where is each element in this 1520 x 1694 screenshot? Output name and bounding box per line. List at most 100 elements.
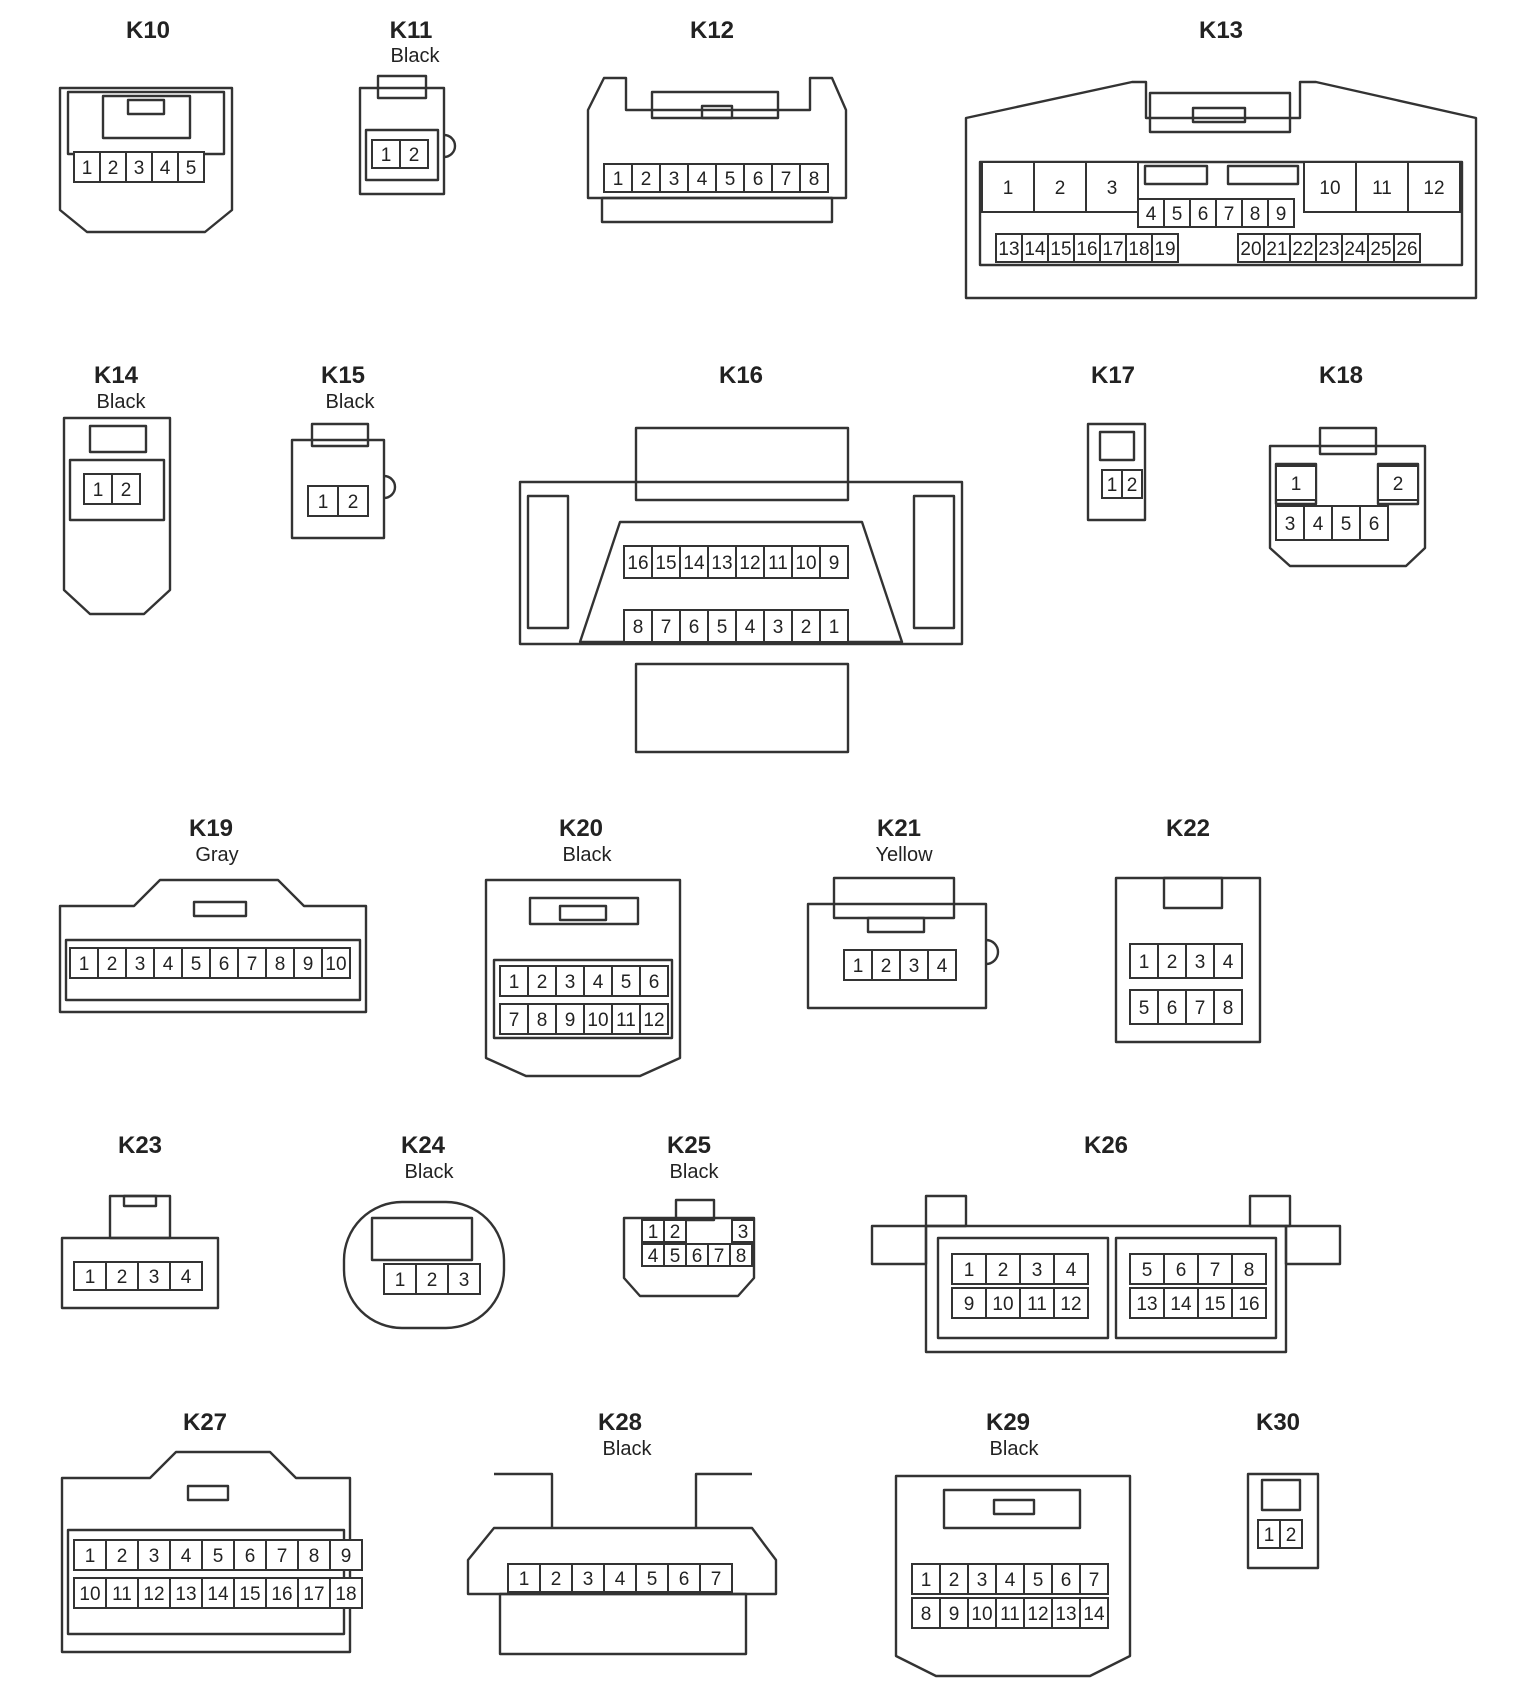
label-k17: K17	[1091, 362, 1135, 389]
color-label-k25: Black	[670, 1161, 720, 1183]
pin-cell	[1085, 161, 1139, 213]
pin-number: 8	[921, 1604, 932, 1625]
pin-k13-4: 4	[1137, 198, 1165, 228]
connector-body-k13	[964, 80, 1478, 300]
pin-k24-2: 2	[415, 1263, 449, 1295]
pin-cell	[635, 1563, 669, 1593]
pin-k18-2: 2	[1377, 465, 1419, 501]
pin-number: 4	[1146, 204, 1157, 225]
pin-cell	[871, 949, 901, 981]
label-k20: K20	[559, 815, 603, 842]
pin-k25-6: 6	[685, 1243, 709, 1267]
label-k24: K24	[401, 1132, 446, 1159]
pin-cell	[539, 1563, 573, 1593]
pin-k13-24: 24	[1341, 233, 1369, 263]
pin-k16-3: 3	[763, 609, 793, 643]
connector-body-k28	[466, 1472, 778, 1656]
pin-k29-14: 14	[1079, 1597, 1109, 1629]
pin-number: 12	[1423, 178, 1444, 199]
pin-number: 19	[1154, 239, 1175, 260]
pin-cell	[329, 1577, 363, 1609]
connector-body-k21	[806, 876, 1000, 1010]
pin-number: 2	[641, 169, 652, 190]
pin-k24-3: 3	[447, 1263, 481, 1295]
pin-number: 2	[1167, 952, 1178, 973]
pin-number: 11	[112, 1584, 132, 1605]
pin-k25-4: 4	[641, 1243, 665, 1267]
pin-cell	[1185, 943, 1215, 979]
pin-number: 1	[1291, 474, 1302, 495]
pin-number: 1	[853, 956, 864, 977]
pin-k16-15: 15	[651, 545, 681, 579]
pin-k18-5: 5	[1331, 505, 1361, 541]
pin-cell	[1137, 198, 1165, 228]
pin-number: 5	[1142, 1260, 1153, 1281]
pin-cell	[1053, 1253, 1089, 1285]
pin-number: 14	[1024, 239, 1046, 260]
pin-cell	[1213, 943, 1243, 979]
pin-k29-1: 1	[911, 1563, 941, 1595]
pin-k13-17: 17	[1099, 233, 1127, 263]
connector-body-k17	[1086, 422, 1147, 522]
pin-number: 5	[670, 1246, 681, 1267]
pin-k29-4: 4	[995, 1563, 1025, 1595]
pin-number: 1	[509, 972, 520, 993]
pin-number: 9	[303, 954, 314, 975]
pin-k19-2: 2	[97, 947, 127, 979]
pin-cell	[73, 1261, 107, 1291]
pin-k13-3: 3	[1085, 161, 1139, 213]
pin-k13-22: 22	[1289, 233, 1317, 263]
pin-k27-11: 11	[105, 1577, 139, 1609]
pin-cell	[1407, 161, 1461, 213]
pin-number: 13	[711, 553, 732, 574]
pin-number: 11	[1000, 1604, 1020, 1625]
connector-body-k22	[1114, 876, 1262, 1044]
pin-number: 4	[648, 1246, 659, 1267]
pin-k13-25: 25	[1367, 233, 1395, 263]
label-k30: K30	[1256, 1409, 1300, 1436]
pin-number: 3	[149, 1267, 160, 1288]
pin-cell	[1023, 1597, 1053, 1629]
pin-k18-3: 3	[1275, 505, 1305, 541]
pin-cell	[663, 1219, 687, 1243]
pin-k16-10: 10	[791, 545, 821, 579]
pin-k13-12: 12	[1407, 161, 1461, 213]
pin-k23-3: 3	[137, 1261, 171, 1291]
pin-cell	[679, 545, 709, 579]
pin-number: 13	[1136, 1294, 1157, 1315]
pin-number: 1	[829, 617, 840, 638]
pin-cell	[507, 1563, 541, 1593]
pin-number: 7	[247, 954, 258, 975]
pin-cell	[985, 1253, 1021, 1285]
pin-number: 5	[1033, 1570, 1044, 1591]
pin-number: 16	[1238, 1294, 1259, 1315]
pin-number: 1	[395, 1270, 406, 1291]
pin-number: 5	[186, 158, 197, 179]
pin-cell	[631, 163, 661, 193]
pin-cell	[699, 1563, 733, 1593]
pin-k16-8: 8	[623, 609, 653, 643]
pin-k20-1: 1	[499, 965, 529, 997]
pin-k21-3: 3	[899, 949, 929, 981]
pin-number: 8	[537, 1010, 548, 1031]
pin-cell	[1129, 1253, 1165, 1285]
pin-k16-1: 1	[819, 609, 849, 643]
pin-k27-3: 3	[137, 1539, 171, 1571]
pin-number: 1	[85, 1546, 96, 1567]
label-k13: K13	[1199, 17, 1243, 44]
pin-cell	[293, 947, 323, 979]
pin-cell	[729, 1243, 753, 1267]
pin-number: 13	[1055, 1604, 1076, 1625]
pin-k16-7: 7	[651, 609, 681, 643]
pin-cell	[1157, 943, 1187, 979]
pin-k15-1: 1	[307, 485, 339, 517]
pin-k21-4: 4	[927, 949, 957, 981]
pin-number: 2	[949, 1570, 960, 1591]
color-label-k19: Gray	[195, 844, 238, 866]
pin-cell	[1341, 233, 1369, 263]
pin-cell	[1197, 1253, 1233, 1285]
pin-cell	[527, 965, 557, 997]
pin-number: 10	[587, 1010, 608, 1031]
pin-cell	[499, 1003, 529, 1035]
